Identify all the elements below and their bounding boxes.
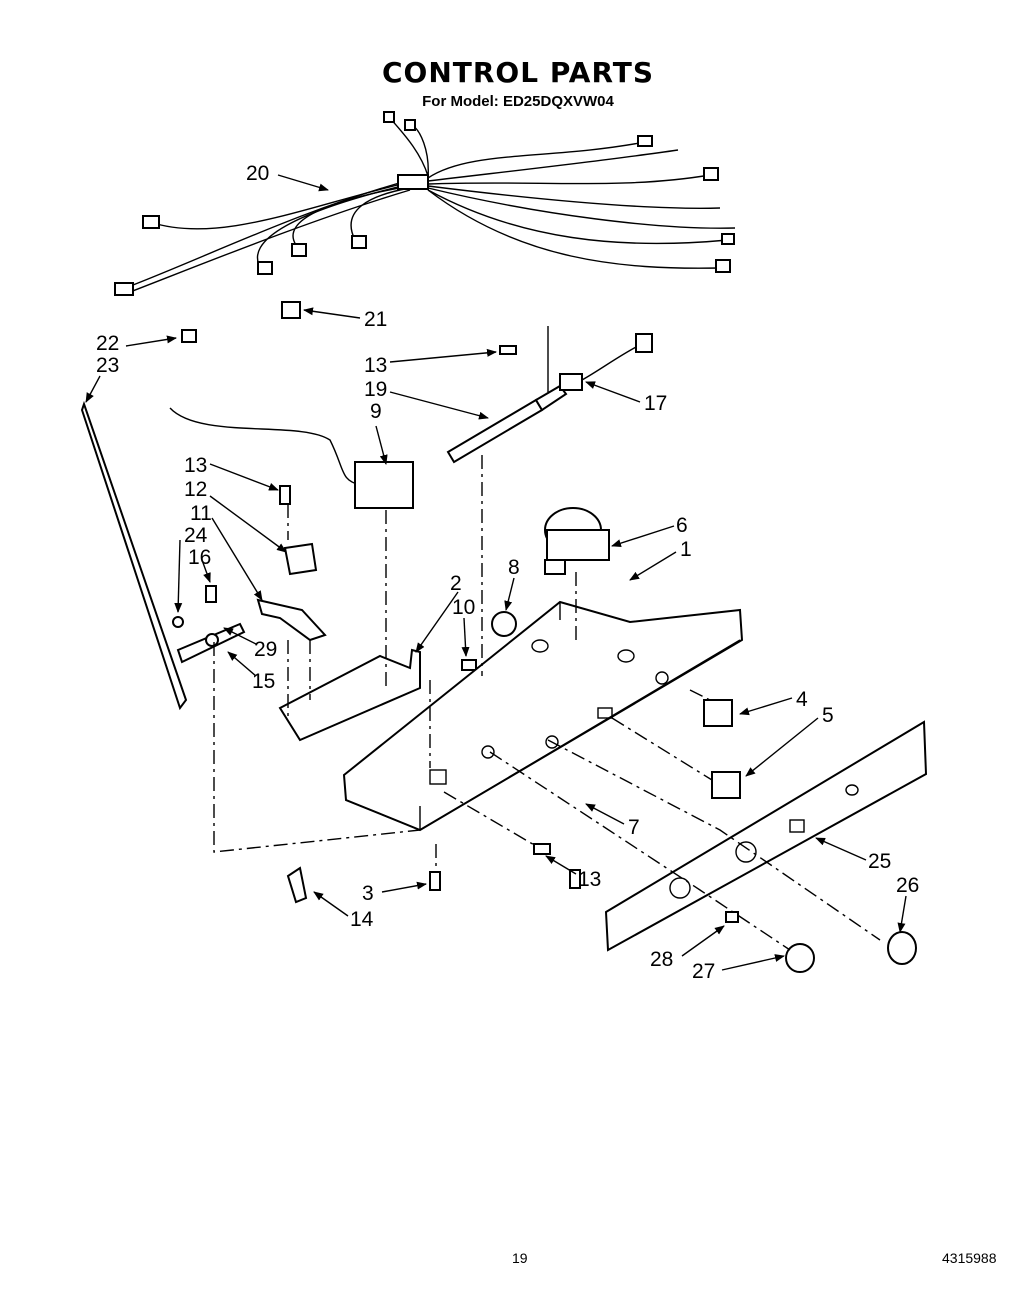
part-22 <box>181 329 197 343</box>
callout-label: 26 <box>896 874 919 897</box>
callout-label: 3 <box>362 882 374 905</box>
part-23-rod <box>80 400 188 711</box>
part-2-bracket <box>278 648 421 742</box>
callout-label: 14 <box>350 908 374 931</box>
part-1-housing <box>342 600 744 832</box>
part-4 <box>703 699 733 727</box>
wire-harness <box>114 111 736 296</box>
callout-label: 17 <box>644 392 667 415</box>
callout-label: 27 <box>692 960 715 983</box>
callout-label: 23 <box>96 354 119 377</box>
callout-label: 11 <box>190 502 212 525</box>
callout-label: 1 <box>680 538 692 561</box>
part-24 <box>172 616 184 628</box>
part-26-knob <box>887 931 917 965</box>
screw-13-bottom <box>533 843 551 855</box>
model-subtitle: For Model: ED25DQXVW04 <box>422 93 614 110</box>
callout-label: 25 <box>868 850 891 873</box>
callout-label: 24 <box>184 524 208 547</box>
callout-label: 4 <box>796 688 808 711</box>
part-12-bracket <box>283 542 318 576</box>
part-19-probe <box>446 384 568 464</box>
screw-13-left <box>279 485 291 505</box>
callout-label: 28 <box>650 948 673 971</box>
screw-3 <box>429 871 441 891</box>
callout-label: 13 <box>184 454 207 477</box>
callout-label: 20 <box>246 162 269 185</box>
part-11-control <box>256 598 327 642</box>
part-27-knob <box>785 943 815 973</box>
part-16-screw <box>205 585 217 603</box>
callout-label: 15 <box>252 670 275 693</box>
callout-label: 13 <box>578 868 601 891</box>
callout-label: 8 <box>508 556 520 579</box>
callout-label: 6 <box>676 514 688 537</box>
part-25-panel <box>604 720 928 952</box>
part-17 <box>559 373 583 391</box>
page-number: 19 <box>512 1250 528 1266</box>
callout-label: 13 <box>364 354 387 377</box>
callout-labels: 20 21 22 23 13 19 17 9 13 12 11 24 16 6 … <box>96 162 919 983</box>
callout-label: 22 <box>96 332 119 355</box>
part-5 <box>711 771 741 799</box>
part-9 <box>354 461 414 509</box>
screw-7 <box>569 869 581 889</box>
callout-label: 12 <box>184 478 207 501</box>
leader-arrows <box>85 174 907 971</box>
screw-10 <box>461 659 477 671</box>
callout-label: 2 <box>450 572 462 595</box>
callout-label: 7 <box>628 816 640 839</box>
callout-label: 10 <box>452 596 475 619</box>
part-28 <box>725 911 739 923</box>
callout-label: 19 <box>364 378 387 401</box>
part-8 <box>491 611 517 637</box>
callout-label: 5 <box>822 704 834 727</box>
document-number: 4315988 <box>942 1250 997 1266</box>
assembly-lines <box>213 455 881 951</box>
screw-13-top <box>499 345 517 355</box>
part-29 <box>205 633 219 647</box>
page-title: CONTROL PARTS <box>381 56 655 89</box>
part-6-timer <box>544 507 610 575</box>
callout-label: 9 <box>370 400 382 423</box>
part-21 <box>281 301 301 319</box>
callout-label: 29 <box>254 638 277 661</box>
callout-label: 16 <box>188 546 211 569</box>
part-14-clip <box>286 866 308 904</box>
callout-label: 21 <box>364 308 387 331</box>
